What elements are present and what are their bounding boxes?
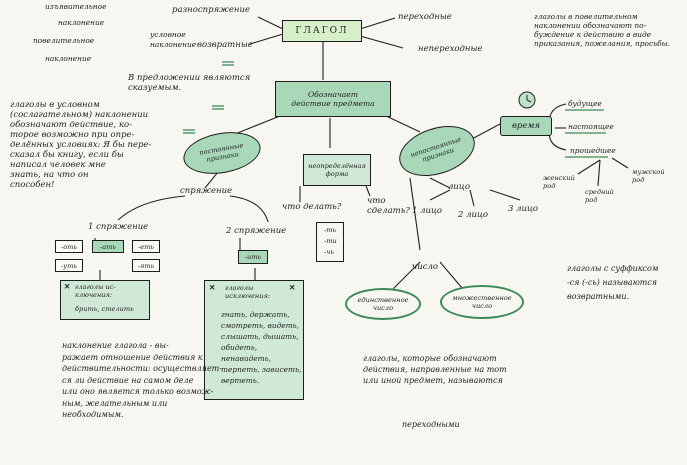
plural-label: множественное число bbox=[452, 294, 512, 310]
transitive-word: переходными bbox=[402, 420, 460, 429]
page-title: ГЛАГОЛ bbox=[295, 26, 349, 36]
exceptions-list: гнать, держать, смотреть, видеть, слышат… bbox=[221, 310, 302, 385]
ending-text: -еть bbox=[138, 242, 154, 251]
mood-imperative-suffix: наклонение bbox=[45, 54, 92, 63]
mood-imperative: повелительное bbox=[33, 36, 95, 45]
variable-features-label: непостоянные признаки bbox=[409, 135, 463, 164]
cross-icon: ✕ bbox=[64, 282, 71, 291]
conditional-note: глаголы в условном (сослагательном) накл… bbox=[10, 100, 152, 190]
question-what-to-do: что делать? bbox=[282, 202, 342, 212]
suffix-box: -ть -ти -чь bbox=[316, 222, 344, 262]
time-box: время bbox=[500, 116, 552, 136]
gender-masculine: мужской род bbox=[632, 168, 665, 184]
ending-text: -ить bbox=[244, 253, 262, 261]
reflexive-label: возвратные bbox=[197, 40, 253, 50]
heteroclitic-label: разноспряжение bbox=[172, 5, 250, 15]
suffix-text: -ти bbox=[324, 237, 337, 245]
transitive-note: глаголы, которые обозначают действия, на… bbox=[363, 354, 507, 385]
exceptions-title: глаголы ис- ключения: bbox=[75, 283, 116, 299]
reflexive-note: глаголы с суффиксом -ся (-сь) называются… bbox=[567, 264, 659, 301]
ending-box: -ять bbox=[132, 259, 160, 272]
conjugation-label: спряжение bbox=[180, 186, 233, 196]
intransitive-label: непереходные bbox=[418, 44, 483, 54]
sentence-role-note: В предложении являются сказуемым. bbox=[128, 73, 251, 93]
tense-past: прошедшее bbox=[570, 146, 616, 155]
action-box-label: Обозначает действие предмета bbox=[291, 90, 375, 108]
first-conjugation-label: 1 спряжение bbox=[88, 222, 149, 232]
gender-feminine: женский род bbox=[543, 174, 575, 190]
action-box: Обозначает действие предмета bbox=[275, 81, 391, 117]
ending-box: -оть bbox=[55, 240, 83, 253]
title-box: ГЛАГОЛ bbox=[282, 20, 362, 42]
person-item: 1 лицо bbox=[412, 206, 443, 216]
cross-icon: ✕ bbox=[289, 283, 296, 292]
mood-indicative: изъявительное bbox=[45, 2, 107, 11]
question-what-to-have-done: что сделать? bbox=[367, 196, 410, 216]
singular-ellipse: единственное число bbox=[345, 288, 421, 320]
suffix-text: -чь bbox=[324, 248, 334, 256]
exceptions-title: глаголы исключения: bbox=[225, 284, 271, 300]
cross-icon: ✕ bbox=[209, 283, 216, 292]
person-item: 3 лицо bbox=[508, 204, 539, 214]
mood-note: наклонение глагола - вы- ражает отношени… bbox=[62, 341, 222, 419]
second-conjugation-label: 2 спряжение bbox=[226, 226, 287, 236]
exceptions-box-first: глаголы ис- ключения: брить, стелить ✕ bbox=[60, 280, 150, 320]
suffix-text: -ть bbox=[324, 226, 337, 234]
infinitive-box: неопределённая форма bbox=[303, 154, 371, 186]
transitive-label: переходные bbox=[398, 12, 452, 22]
person-label: лицо bbox=[448, 182, 470, 192]
person-item: 2 лицо bbox=[458, 210, 489, 220]
gender-neuter: средний род bbox=[585, 188, 614, 204]
number-label: число bbox=[412, 262, 439, 272]
ending-box: -ить bbox=[238, 250, 268, 264]
mood-indicative-suffix: наклонение bbox=[58, 18, 105, 27]
ending-text: -ать bbox=[99, 242, 116, 251]
ending-text: -уть bbox=[61, 261, 77, 270]
tense-future: будущее bbox=[568, 99, 602, 108]
infinitive-label: неопределённая форма bbox=[308, 162, 366, 178]
fixed-features-label: постоянные признаки bbox=[198, 141, 244, 164]
ending-box: -ать bbox=[92, 240, 124, 253]
plural-ellipse: множественное число bbox=[440, 285, 524, 319]
tense-present: настоящее bbox=[568, 122, 614, 131]
time-label: время bbox=[511, 121, 541, 131]
singular-label: единственное число bbox=[357, 296, 409, 312]
ending-box: -еть bbox=[132, 240, 160, 253]
mood-conditional: условное bbox=[150, 30, 186, 39]
exceptions-box-second: глаголы исключения: гнать, держать, смот… bbox=[204, 280, 304, 400]
ending-text: -ять bbox=[137, 261, 155, 270]
imperative-note: глаголы в повелительном наклонении обозн… bbox=[534, 12, 671, 48]
mood-conditional-suffix: наклонение bbox=[150, 40, 197, 49]
ending-box: -уть bbox=[55, 259, 83, 272]
exceptions-list: брить, стелить bbox=[75, 305, 134, 313]
clock-icon bbox=[518, 91, 536, 109]
ending-text: -оть bbox=[60, 242, 78, 251]
